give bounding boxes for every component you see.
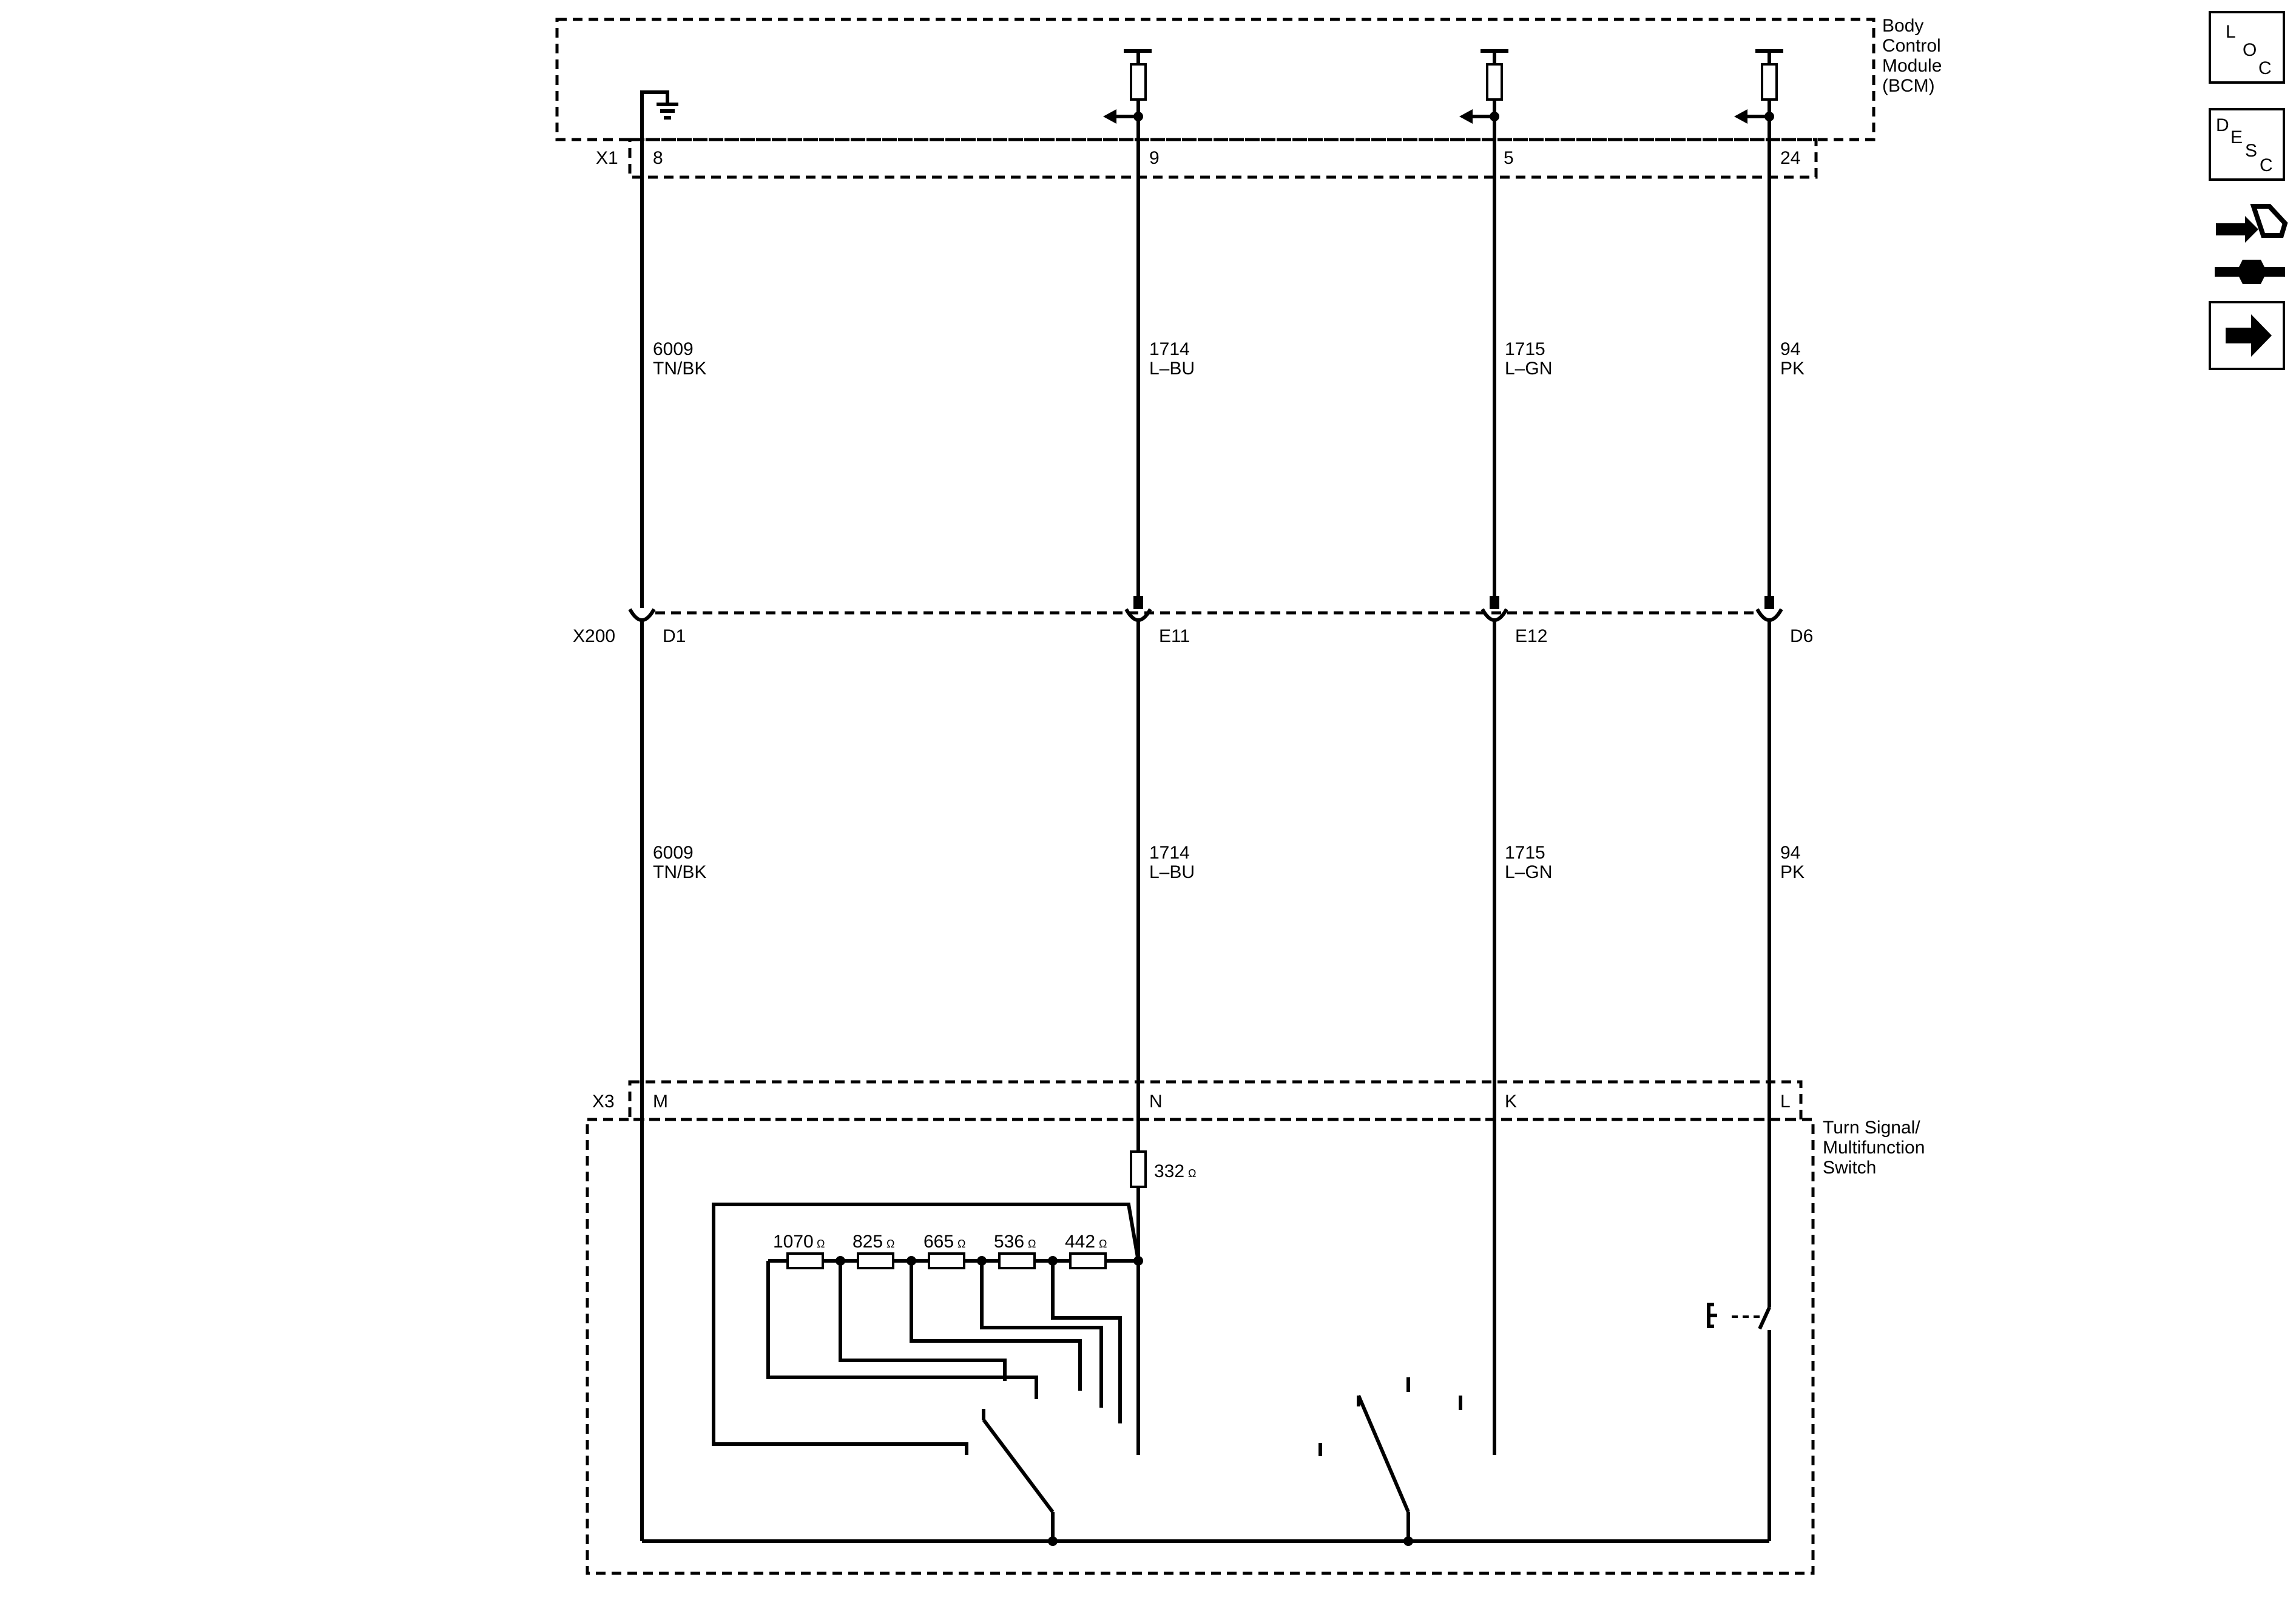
bcm-input-pin5-icon xyxy=(1459,49,1508,124)
resistor-1070-value: 1070 xyxy=(773,1232,814,1252)
resistor-825 xyxy=(857,1252,894,1269)
resistor-665-unit: Ω xyxy=(957,1238,965,1250)
x3-pin-k: K xyxy=(1505,1092,1517,1112)
resistor-442-value: 442 xyxy=(1065,1232,1095,1252)
resistor-536-unit: Ω xyxy=(1028,1238,1036,1250)
desc-letter-e: E xyxy=(2230,127,2243,147)
loc-letter-o: O xyxy=(2243,40,2257,60)
turn-signal-switch-contacts xyxy=(1319,1377,1462,1513)
x200-terminal-d6-icon xyxy=(1755,596,1783,622)
circuit-6009-number-upper: 6009 xyxy=(653,339,694,359)
bcm-label-3: Module xyxy=(1882,56,1942,76)
bcm-label-4: (BCM) xyxy=(1882,76,1935,96)
resistor-825-unit: Ω xyxy=(886,1238,894,1250)
junction-dot xyxy=(1403,1536,1413,1546)
desc-button[interactable]: D E S C xyxy=(2209,108,2285,181)
desc-letter-c: C xyxy=(2260,155,2273,175)
x200-pin-d6: D6 xyxy=(1790,626,1813,646)
circuit-6009-color-lower: TN/BK xyxy=(653,862,706,882)
bcm-input-pin9-icon xyxy=(1103,49,1152,124)
arrow-right-icon xyxy=(2226,314,2272,357)
circuit-94-number-upper: 94 xyxy=(1780,339,1800,359)
x3-connector-id: X3 xyxy=(592,1092,615,1112)
resistor-442-unit: Ω xyxy=(1099,1238,1107,1250)
x1-pin-24: 24 xyxy=(1780,148,1800,168)
resistor-1070 xyxy=(786,1252,824,1269)
x1-pin-9: 9 xyxy=(1149,148,1160,168)
circuit-1715-color-lower: L–GN xyxy=(1505,862,1552,882)
junction-dot xyxy=(1048,1536,1058,1546)
x1-pin-5: 5 xyxy=(1504,148,1514,168)
resistor-332-value: 332 xyxy=(1154,1161,1184,1181)
desc-letter-d: D xyxy=(2216,115,2229,135)
resistor-332 xyxy=(1130,1150,1147,1261)
connector-wrench-icon[interactable] xyxy=(2215,204,2288,284)
switch-label-1: Turn Signal/ xyxy=(1823,1118,1920,1138)
circuit-1715-number-lower: 1715 xyxy=(1505,843,1545,863)
loc-letter-c: C xyxy=(2258,58,2272,78)
wiper-switch-contacts xyxy=(712,1203,1140,1513)
circuit-1715-number-upper: 1715 xyxy=(1505,339,1545,359)
loc-button[interactable]: L O C xyxy=(2209,11,2285,84)
circuit-94-color-lower: PK xyxy=(1780,862,1805,882)
bcm-module-box xyxy=(555,18,1876,141)
circuit-1714-number-lower: 1714 xyxy=(1149,843,1190,863)
resistor-536 xyxy=(998,1252,1036,1269)
x200-terminal-e12-icon xyxy=(1481,596,1508,622)
circuit-1714-color-upper: L–BU xyxy=(1149,359,1195,379)
flash-to-pass-switch-contacts xyxy=(1707,1303,1771,1541)
resistor-332-unit: Ω xyxy=(1188,1167,1196,1180)
bcm-label-1: Body xyxy=(1882,16,1923,36)
x1-connector-box xyxy=(628,138,1818,179)
x3-pin-m: M xyxy=(653,1092,668,1112)
x200-terminal-d1-icon xyxy=(628,608,656,622)
circuit-1715-color-upper: L–GN xyxy=(1505,359,1552,379)
switch-label-3: Switch xyxy=(1823,1158,1876,1178)
loc-letter-l: L xyxy=(2226,22,2236,42)
circuit-94-color-upper: PK xyxy=(1780,359,1805,379)
x200-pin-e12: E12 xyxy=(1515,626,1547,646)
resistor-442 xyxy=(1069,1252,1107,1269)
resistor-1070-unit: Ω xyxy=(817,1238,825,1250)
x200-pin-d1: D1 xyxy=(663,626,686,646)
resistor-665 xyxy=(928,1252,965,1269)
next-page-button[interactable] xyxy=(2209,301,2285,370)
circuit-1714-number-upper: 1714 xyxy=(1149,339,1190,359)
x1-connector-id: X1 xyxy=(596,148,618,168)
switch-label-2: Multifunction xyxy=(1823,1138,1925,1158)
circuit-1714-color-lower: L–BU xyxy=(1149,862,1195,882)
x3-connector-box xyxy=(628,1080,1803,1121)
circuit-6009-number-lower: 6009 xyxy=(653,843,694,863)
x1-pin-8: 8 xyxy=(653,148,663,168)
x200-connector-id: X200 xyxy=(573,626,615,646)
resistor-536-value: 536 xyxy=(994,1232,1024,1252)
x200-terminal-e11-icon xyxy=(1124,596,1152,622)
circuit-94-number-lower: 94 xyxy=(1780,843,1800,863)
x3-pin-l: L xyxy=(1780,1092,1791,1112)
desc-letter-s: S xyxy=(2245,141,2257,161)
x200-pin-e11: E11 xyxy=(1159,626,1190,646)
resistor-665-value: 665 xyxy=(923,1232,954,1252)
bcm-input-pin24-icon xyxy=(1734,49,1783,124)
circuit-6009-color-upper: TN/BK xyxy=(653,359,706,379)
resistor-825-value: 825 xyxy=(853,1232,883,1252)
bcm-label-2: Control xyxy=(1882,36,1941,56)
switch-module-box xyxy=(586,1118,1815,1575)
x3-pin-n: N xyxy=(1149,1092,1163,1112)
